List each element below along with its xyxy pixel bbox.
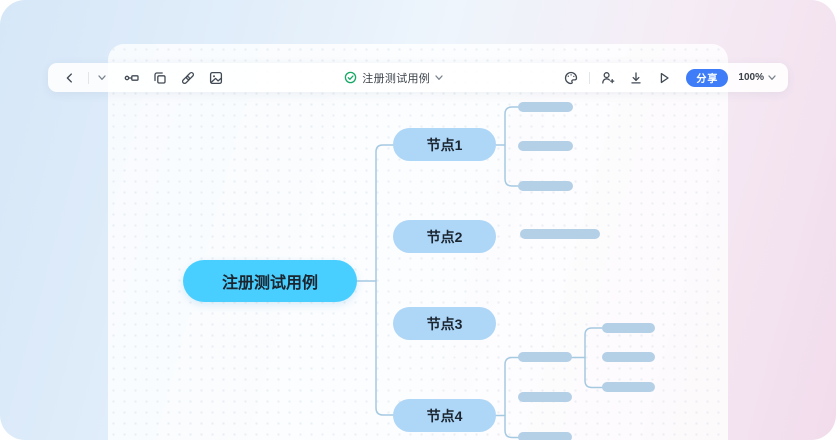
copy-style-button[interactable]: [150, 68, 170, 88]
connector-tool-button[interactable]: [122, 68, 142, 88]
back-menu-button[interactable]: [96, 68, 108, 88]
document-title: 注册测试用例: [362, 72, 431, 85]
placeholder-bar[interactable]: [518, 102, 573, 112]
download-icon: [631, 71, 642, 84]
present-button[interactable]: [654, 68, 674, 88]
mindmap-node-1[interactable]: 节点1: [393, 128, 496, 161]
insert-image-button[interactable]: [206, 68, 226, 88]
share-button[interactable]: 分享: [686, 68, 729, 87]
mindmap-node-4[interactable]: 节点4: [393, 399, 496, 432]
link-icon: [181, 71, 195, 84]
placeholder-bar[interactable]: [520, 229, 600, 239]
placeholder-bar[interactable]: [518, 181, 573, 191]
placeholder-bar[interactable]: [602, 352, 655, 362]
image-icon: [209, 71, 223, 84]
placeholder-bar[interactable]: [518, 392, 572, 402]
divider: [589, 71, 591, 84]
chevron-down-icon: [435, 74, 443, 80]
placeholder-bar[interactable]: [602, 323, 655, 333]
zoom-level: 100%: [738, 72, 764, 83]
placeholder-bar[interactable]: [518, 141, 573, 151]
mindmap-root-node[interactable]: 注册测试用例: [183, 260, 357, 302]
connector-icon: [124, 74, 139, 81]
present-play-icon: [661, 72, 670, 83]
back-button[interactable]: [60, 68, 80, 88]
chevron-down-icon: [98, 74, 106, 80]
toolbar-right-group: 分享 100%: [553, 68, 776, 88]
toolbar: 注册测试用例 分享 100%: [48, 63, 788, 92]
check-circle-icon: [345, 71, 357, 84]
placeholder-bar[interactable]: [518, 432, 572, 440]
placeholder-bar[interactable]: [518, 352, 572, 362]
theme-palette-icon: [565, 71, 578, 84]
theme-button[interactable]: [561, 68, 581, 88]
toolbar-left-group: [60, 68, 234, 88]
add-collaborator-button[interactable]: [598, 68, 618, 88]
mindmap-node-3[interactable]: 节点3: [393, 307, 496, 340]
export-button[interactable]: [626, 68, 646, 88]
copy-icon: [154, 71, 166, 84]
mindmap-node-2[interactable]: 节点2: [393, 220, 496, 253]
chevron-left-icon: [66, 72, 73, 83]
hyperlink-button[interactable]: [178, 68, 198, 88]
divider: [88, 71, 89, 84]
add-collaborator-icon: [602, 71, 615, 84]
placeholder-bar[interactable]: [602, 382, 655, 392]
document-title-group[interactable]: 注册测试用例: [344, 70, 443, 86]
zoom-control[interactable]: 100%: [738, 72, 776, 83]
chevron-down-icon: [768, 74, 776, 80]
